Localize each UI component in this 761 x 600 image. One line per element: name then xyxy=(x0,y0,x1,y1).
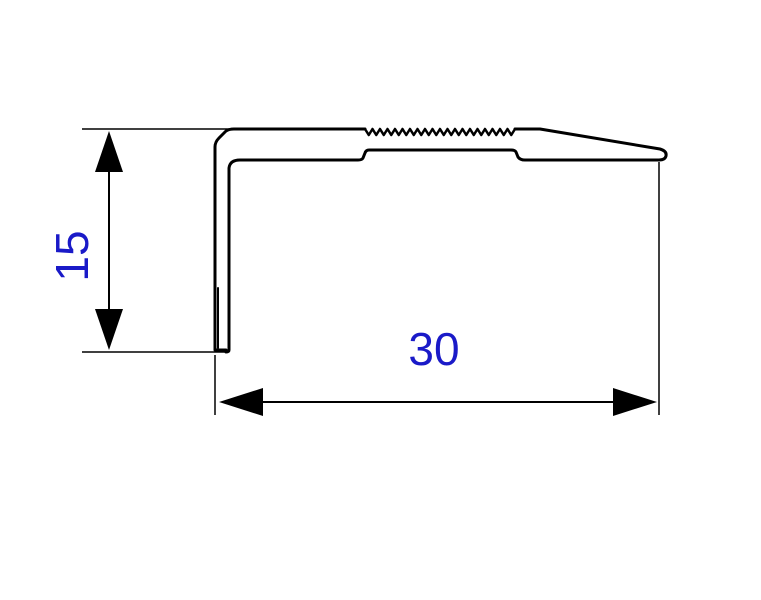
profile-top-slope xyxy=(224,127,668,354)
height-dimension: 15 xyxy=(46,131,123,350)
width-dimension: 30 xyxy=(219,323,657,416)
profile-grip-serration xyxy=(363,127,517,137)
height-dimension-label: 15 xyxy=(46,230,98,281)
width-arrow-right xyxy=(613,388,657,416)
profile-outer-edge xyxy=(213,127,367,352)
height-arrow-up xyxy=(95,131,123,172)
extension-lines xyxy=(82,128,660,415)
height-arrow-down xyxy=(95,309,123,350)
profile-outline xyxy=(213,127,668,354)
width-dimension-label: 30 xyxy=(408,323,459,375)
width-arrow-left xyxy=(219,388,263,416)
